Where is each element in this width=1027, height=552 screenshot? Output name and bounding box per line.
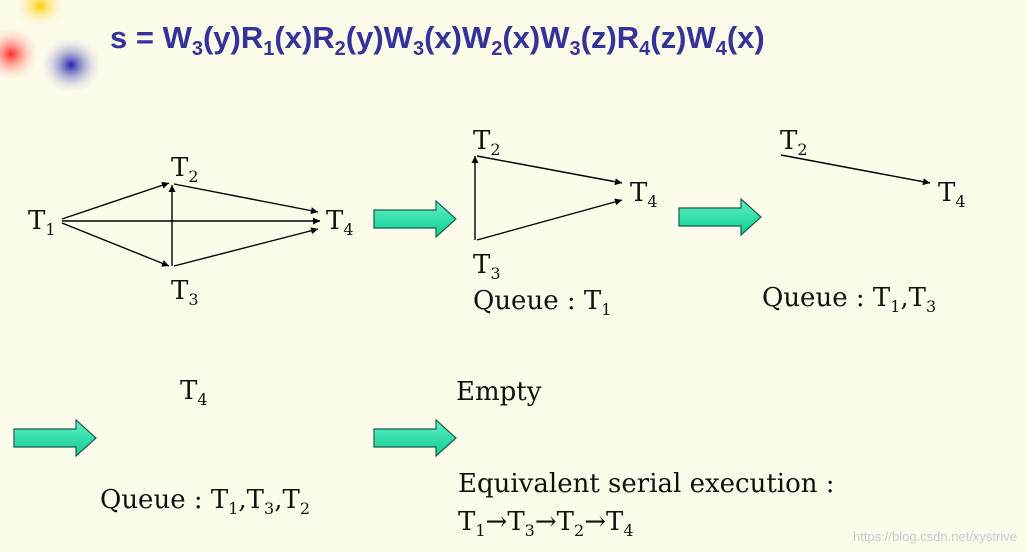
formula-term: W3(z) <box>540 20 617 61</box>
formula-term: R1(x) <box>240 20 313 61</box>
node-t2: T2 <box>780 126 808 159</box>
node-t4: T4 <box>180 376 208 409</box>
serial-execution-order: T1→T3→T2→T4 <box>458 506 634 541</box>
queue-item: T2 <box>282 485 310 518</box>
formula-term: W3(y) <box>162 20 241 61</box>
queue-item: T1 <box>210 485 239 518</box>
formula-term: W3(x) <box>383 20 462 61</box>
edge-t3-t4 <box>173 227 319 267</box>
empty-label: Empty <box>456 377 542 407</box>
yellow-square <box>18 0 62 24</box>
serial-execution-label: Equivalent serial execution : <box>458 469 835 499</box>
red-square <box>0 30 36 78</box>
queue-label: Queue : T1 <box>473 286 612 319</box>
formula-term: R2(y) <box>312 20 384 61</box>
queue-item: T3 <box>908 283 937 316</box>
edge-t3-t4 <box>476 198 623 241</box>
queue-label: Queue : T1,T3,T2 <box>100 485 310 518</box>
watermark: https://blog.csdn.net/xystrive <box>852 529 1017 544</box>
order-item: T4 <box>605 507 634 540</box>
edge-t2-t4 <box>173 183 319 215</box>
block-arrow-2 <box>678 197 762 237</box>
queue-item: T1 <box>872 283 901 316</box>
edge-t2-t4 <box>476 155 623 186</box>
formula-term: W2(x) <box>461 20 541 61</box>
order-item: T3 <box>507 507 535 540</box>
block-arrow-3 <box>13 418 97 458</box>
right-arrow-icon: → <box>584 507 606 537</box>
decorative-squares <box>0 0 110 104</box>
formula-lhs: s = <box>110 20 163 55</box>
node-t2: T2 <box>171 153 199 186</box>
formula-term: W4(x) <box>686 20 765 61</box>
block-arrow-1 <box>373 199 457 239</box>
block-arrow-4 <box>373 418 457 458</box>
node-t2: T2 <box>473 126 501 159</box>
right-arrow-icon: → <box>534 507 557 537</box>
formula-terms: W3(y)R1(x)R2(y)W3(x)W2(x)W3(z)R4(z)W4(x) <box>162 20 765 61</box>
node-t4: T4 <box>938 178 966 211</box>
node-t3: T3 <box>473 250 501 283</box>
schedule-formula: s = W3(y)R1(x)R2(y)W3(x)W2(x)W3(z)R4(z)W… <box>110 20 765 61</box>
edge-t2-t4 <box>780 154 931 186</box>
order-item: T2 <box>556 507 585 540</box>
node-t4: T4 <box>630 178 658 211</box>
formula-term: R4(z) <box>616 20 687 61</box>
blue-square <box>44 40 98 90</box>
queue-label: Queue : T1,T3 <box>762 283 937 316</box>
order-item: T1 <box>458 507 486 540</box>
node-t3: T3 <box>171 276 199 309</box>
right-arrow-icon: → <box>485 507 508 537</box>
edge-t1-t3 <box>61 222 170 267</box>
queue-item: T1 <box>583 286 612 319</box>
edge-t1-t2 <box>61 181 170 220</box>
node-t1: T1 <box>28 206 56 239</box>
node-t4: T4 <box>326 206 354 239</box>
queue-item: T3 <box>246 485 275 518</box>
